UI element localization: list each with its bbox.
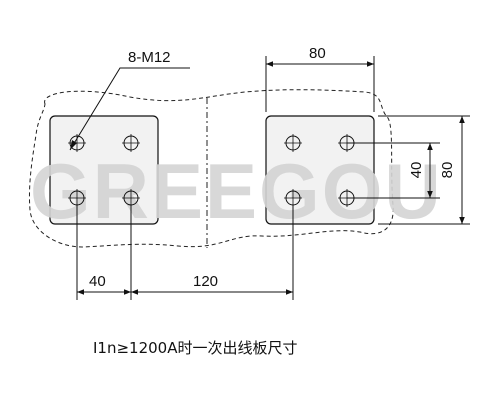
dim-bottom <box>76 205 294 300</box>
hole-centerlines <box>68 134 356 207</box>
dim-outer-height <box>378 115 470 225</box>
dim-inner-height <box>347 142 440 199</box>
diagram-caption: I1n≥1200A时一次出线板尺寸 <box>93 339 298 357</box>
watermark-text: GREEGOU <box>30 147 443 235</box>
dim-outer-height-label: 80 <box>439 162 456 179</box>
bolt-spec-label: 8-M12 <box>128 49 171 66</box>
dashed-outline <box>28 89 394 248</box>
dim-plate-spacing-label: 120 <box>193 273 218 290</box>
dim-hole-spacing-label: 40 <box>89 273 106 290</box>
watermark-logo: GREEGOU <box>30 147 443 235</box>
dim-inner-height-label: 40 <box>408 162 425 179</box>
dim-top-width <box>265 56 375 112</box>
dim-top-width-label: 80 <box>309 45 326 62</box>
bolt-leader-arrow <box>70 140 77 150</box>
bolt-leader <box>69 67 190 151</box>
